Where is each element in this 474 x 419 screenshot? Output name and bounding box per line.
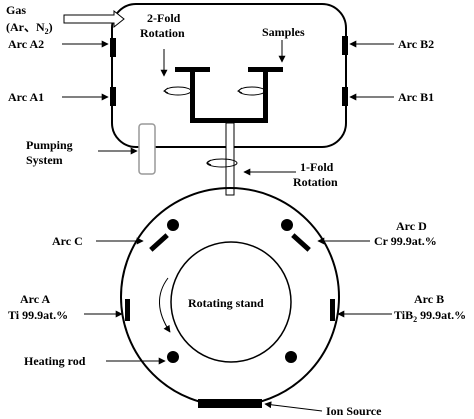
- arc-c-label: Arc C: [52, 234, 83, 248]
- arc-b1-source: [342, 87, 348, 106]
- gas-composition-label: (Ar、N2): [6, 20, 53, 36]
- arc-a2-source: [110, 38, 116, 57]
- arc-a-source: [125, 299, 130, 321]
- arc-a2-label: Arc A2: [8, 37, 44, 51]
- heating-rod-2: [281, 219, 293, 231]
- arc-d-label: Arc D: [396, 219, 427, 233]
- two-fold-label-line2: Rotation: [140, 26, 185, 40]
- gas-inlet-arrow: [63, 9, 125, 29]
- sample-holder: [175, 67, 283, 123]
- ion-source: [198, 399, 262, 408]
- one-fold-label-line1: 1-Fold: [300, 160, 334, 174]
- arc-d-source: [291, 233, 311, 252]
- gas-label: Gas: [6, 3, 26, 17]
- samples-label: Samples: [262, 25, 305, 39]
- ion-source-label: Ion Source: [326, 404, 382, 418]
- heating-rod-1: [167, 219, 179, 231]
- arc-a-label: Arc A: [20, 292, 50, 306]
- arc-b-source: [330, 299, 335, 321]
- two-fold-label-line1: 2-Fold: [147, 11, 181, 25]
- rotating-stand-label: Rotating stand: [188, 296, 264, 310]
- arc-b-target-label: TiB2 99.9at.%: [394, 308, 466, 324]
- rotating-stand: [170, 241, 292, 363]
- two-fold-rotation-swirl-right: [237, 86, 266, 96]
- arc-b2-source: [342, 36, 348, 55]
- arc-c-source: [149, 233, 169, 252]
- arc-a-target-label: Ti 99.9at.%: [8, 308, 68, 322]
- two-fold-rotation-swirl-left: [163, 86, 192, 96]
- pumping-system: [138, 123, 156, 175]
- arc-d-target-label: Cr 99.9at.%: [374, 234, 437, 248]
- pumping-label-line1: Pumping: [26, 138, 73, 152]
- stand-rotation-arrow: [159, 277, 171, 333]
- one-fold-rotation-swirl: [206, 158, 238, 168]
- pumping-label-line2: System: [26, 153, 63, 167]
- one-fold-label-line2: Rotation: [293, 175, 338, 189]
- heating-rod-4: [285, 351, 297, 363]
- ion-source-arrow: [264, 401, 323, 412]
- arc-a1-label: Arc A1: [8, 90, 44, 104]
- heating-rod-label: Heating rod: [24, 354, 86, 368]
- arc-b2-label: Arc B2: [398, 37, 434, 51]
- heating-rod-3: [167, 351, 179, 363]
- arc-a1-source: [110, 87, 116, 106]
- arc-b1-label: Arc B1: [398, 90, 434, 104]
- arc-b-label: Arc B: [414, 292, 444, 306]
